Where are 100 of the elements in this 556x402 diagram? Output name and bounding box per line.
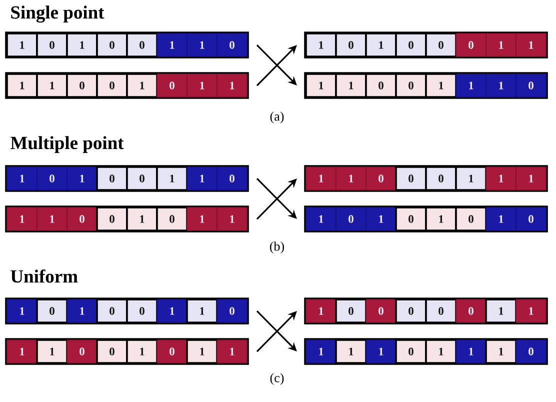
gene-cell: 0 [455, 206, 487, 232]
gene-cell: 1 [36, 207, 68, 231]
gene-cell: 0 [456, 33, 486, 57]
gene-cell: 1 [216, 207, 248, 231]
gene-cell: 0 [336, 207, 366, 231]
chromosome-bar [5, 165, 249, 192]
gene-cell: 1 [216, 340, 248, 364]
gene-cell: 1 [305, 32, 337, 58]
gene-cell: 0 [365, 73, 397, 98]
gene-cell: 1 [156, 299, 188, 323]
chromosome-bar [304, 72, 548, 99]
chromosome-bar [304, 32, 548, 58]
gene-cell: 1 [456, 340, 486, 364]
gene-cell: 0 [516, 340, 546, 364]
gene-cell: 1 [455, 166, 487, 191]
chromosome-bar [304, 165, 548, 192]
gene-cell: 1 [335, 73, 367, 98]
gene-cell: 1 [306, 340, 336, 364]
gene-cell: 0 [395, 206, 427, 232]
gene-cell: 0 [126, 298, 158, 324]
gene-cell: 1 [366, 340, 396, 364]
chromosome-bar [304, 338, 548, 365]
gene-cell: 1 [6, 73, 38, 98]
gene-cell: 0 [335, 32, 367, 58]
gene-cell: 1 [6, 207, 38, 231]
chromosome-bar [5, 206, 249, 232]
gene-cell: 0 [395, 73, 427, 98]
gene-cell: 1 [336, 166, 366, 190]
gene-cell: 1 [186, 207, 218, 231]
gene-cell: 0 [395, 166, 427, 191]
gene-cell: 1 [66, 166, 98, 190]
gene-cell: 1 [186, 339, 218, 364]
section-heading: Uniform [10, 269, 78, 283]
gene-cell: 1 [36, 73, 68, 98]
gene-cell: 0 [456, 299, 486, 323]
gene-cell: 1 [126, 73, 158, 98]
gene-cell: 0 [156, 206, 188, 232]
gene-cell: 0 [96, 339, 128, 364]
gene-cell: 0 [395, 32, 427, 58]
gene-cell: 1 [485, 339, 517, 364]
section-heading: Multiple point [10, 136, 124, 153]
chromosome-bar [5, 298, 249, 324]
gene-cell: 1 [425, 206, 457, 232]
gene-cell: 0 [516, 74, 546, 98]
gene-cell: 1 [456, 74, 486, 98]
gene-cell: 1 [6, 299, 38, 323]
gene-cell: 0 [425, 166, 457, 191]
chromosome-bar [5, 32, 249, 58]
gene-cell: 1 [126, 339, 158, 364]
gene-cell: 1 [126, 206, 158, 232]
gene-cell: 1 [516, 33, 546, 57]
gene-cell: 1 [516, 166, 546, 190]
gene-cell: 1 [216, 74, 248, 98]
gene-cell: 1 [486, 207, 516, 231]
gene-cell: 0 [395, 298, 427, 324]
gene-cell: 1 [365, 32, 397, 58]
gene-cell: 0 [96, 298, 128, 324]
gene-cell: 0 [36, 32, 68, 58]
gene-cell: 0 [156, 74, 188, 98]
gene-cell: 0 [425, 32, 457, 58]
gene-cell: 0 [335, 298, 367, 324]
gene-cell: 0 [126, 166, 158, 191]
gene-cell: 0 [96, 73, 128, 98]
gene-cell: 1 [306, 166, 336, 190]
gene-cell: 1 [186, 33, 218, 57]
gene-cell: 0 [96, 206, 128, 232]
gene-cell: 1 [306, 299, 336, 323]
gene-cell: 1 [6, 340, 38, 364]
gene-cell: 0 [66, 73, 98, 98]
gene-cell: 0 [66, 340, 98, 364]
gene-cell: 1 [335, 339, 367, 364]
gene-cell: 1 [156, 33, 188, 57]
gene-cell: 1 [486, 33, 516, 57]
gene-cell: 0 [126, 32, 158, 58]
gene-cell: 1 [516, 299, 546, 323]
section-heading: Single point [11, 6, 104, 23]
gene-cell: 0 [96, 166, 128, 191]
subfigure-caption: (b) [270, 242, 284, 254]
gene-cell: 1 [66, 299, 98, 323]
subfigure-caption: (a) [270, 112, 284, 124]
gene-cell: 1 [6, 32, 38, 58]
gene-cell: 0 [66, 207, 98, 231]
gene-cell: 1 [425, 339, 457, 364]
gene-cell: 1 [366, 207, 396, 231]
gene-cell: 1 [305, 73, 337, 98]
gene-cell: 0 [516, 207, 546, 231]
chromosome-bar [304, 206, 548, 232]
gene-cell: 1 [6, 166, 38, 190]
gene-cell: 1 [306, 207, 336, 231]
gene-cell: 0 [366, 166, 396, 190]
gene-cell: 1 [485, 298, 517, 324]
gene-cell: 0 [425, 298, 457, 324]
gene-cell: 1 [186, 298, 218, 324]
gene-cell: 0 [96, 32, 128, 58]
chromosome-bar [5, 338, 249, 365]
gene-cell: 0 [216, 33, 248, 57]
gene-cell: 1 [186, 166, 218, 190]
chromosome-bar [5, 72, 249, 99]
subfigure-caption: (c) [270, 373, 284, 385]
gene-cell: 0 [216, 299, 248, 323]
